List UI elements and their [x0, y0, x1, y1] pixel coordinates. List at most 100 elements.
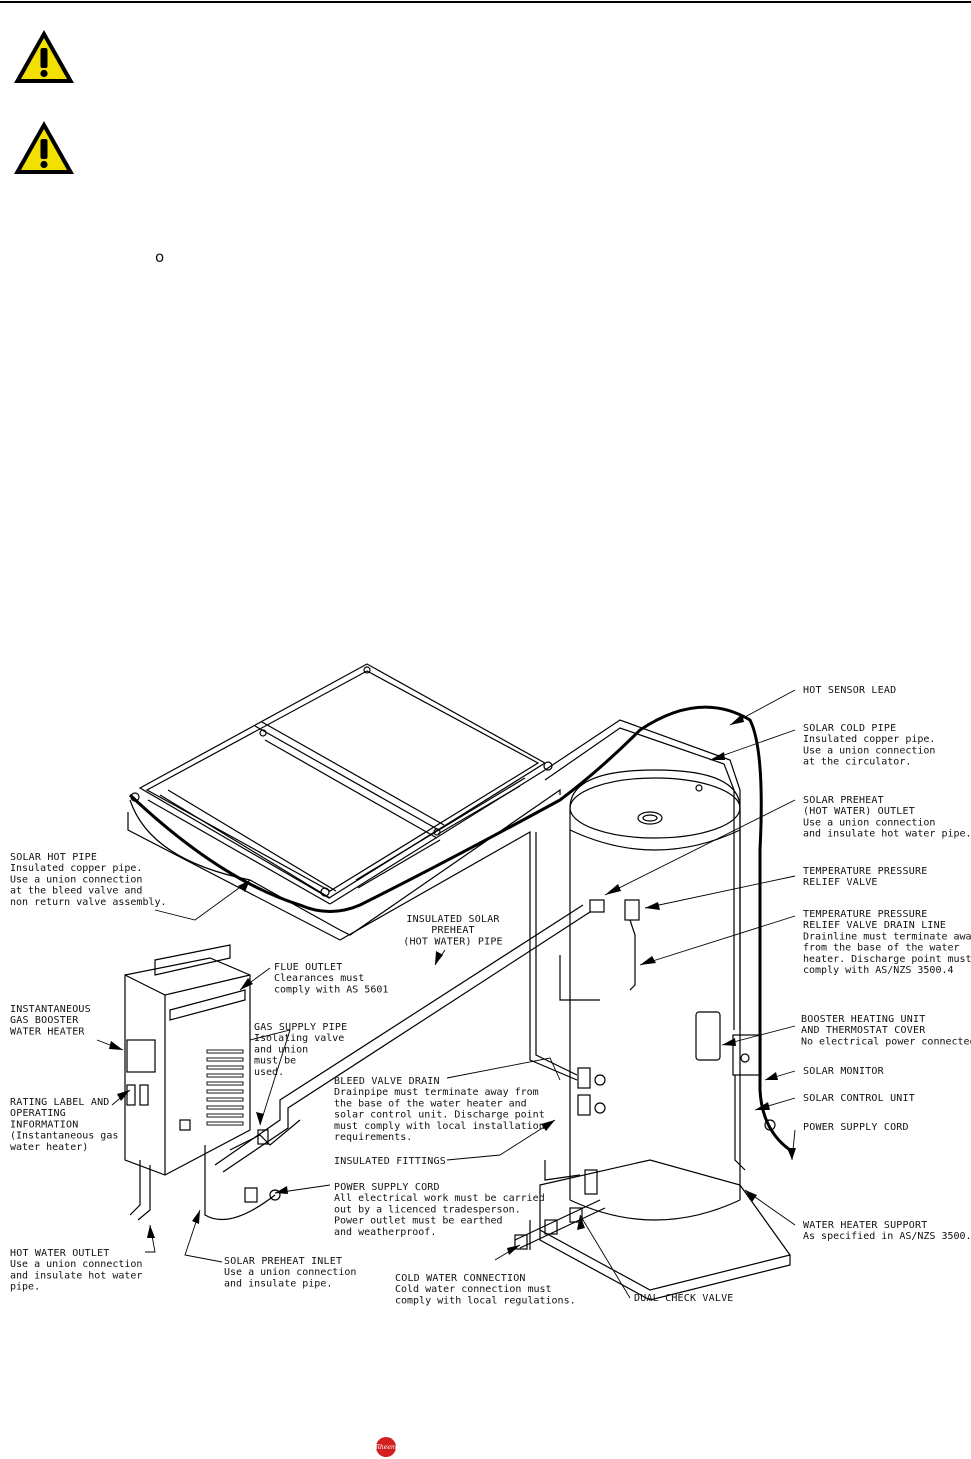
label-body: Use a union connection [10, 874, 142, 885]
label-body: and insulate hot water pipe. [803, 829, 971, 840]
label-body: at the circulator. [803, 757, 911, 768]
label-body: Insulated copper pipe. [10, 863, 142, 874]
label-title: RATING LABEL AND [10, 1097, 110, 1108]
label-title: POWER SUPPLY CORD [803, 1122, 909, 1133]
label-body: Cold water connection must [395, 1284, 552, 1295]
label-body: from the base of the water [803, 943, 960, 954]
label-body: and insulate hot water [10, 1270, 142, 1281]
label-body: the base of the water heater and [334, 1098, 527, 1109]
label-body: comply with AS 5601 [274, 984, 388, 995]
label-body: Power outlet must be earthed [334, 1216, 503, 1227]
label-body: Use a union connection [803, 817, 935, 828]
label-title: (HOT WATER) OUTLET [803, 806, 915, 817]
label-body: Isolating valve [254, 1033, 344, 1044]
label-body: As specified in AS/NZS 3500.4 [803, 1231, 971, 1242]
label-body: water heater) [10, 1142, 88, 1153]
label-title: WATER HEATER [10, 1026, 85, 1037]
label-body: (Instantaneous gas [10, 1131, 118, 1142]
label-body: Clearances must [274, 973, 364, 984]
label-title: TEMPERATURE PRESSURE [803, 909, 927, 920]
label-body: Insulated copper pipe. [803, 734, 935, 745]
label-title: SOLAR MONITOR [803, 1066, 885, 1077]
label-title: GAS BOOSTER [10, 1015, 79, 1026]
label-body: comply with AS/NZS 3500.4 [803, 965, 954, 976]
label-body: out by a licenced tradesperson. [334, 1204, 521, 1215]
label-body: comply with local regulations. [395, 1295, 576, 1306]
label-body: pipe. [10, 1282, 40, 1293]
label-body: must be [254, 1056, 296, 1067]
label-body: and insulate pipe. [224, 1278, 332, 1289]
label-hot-sensor-lead: HOT SENSOR LEAD [803, 685, 896, 696]
label-body: Drainpipe must terminate away from [334, 1087, 539, 1098]
label-body: Use a union connection [803, 745, 935, 756]
label-title: HOT WATER OUTLET [10, 1248, 110, 1259]
label-title: OPERATING [10, 1108, 66, 1119]
label-title: INSULATED FITTINGS [334, 1156, 446, 1167]
label-title: BLEED VALVE DRAIN [334, 1076, 440, 1087]
label-solar-control-unit: SOLAR CONTROL UNIT [803, 1093, 915, 1104]
solar-control-box [732, 1034, 762, 1076]
label-body: and weatherproof. [334, 1227, 436, 1238]
diagram-linework [96, 663, 796, 1301]
label-title: INSULATED SOLAR [406, 914, 500, 925]
storage-tank [569, 769, 741, 1221]
label-body: at the bleed valve and [10, 886, 142, 897]
label-body: used. [254, 1067, 284, 1078]
label-title: POWER SUPPLY CORD [334, 1182, 440, 1193]
label-body: non return valve assembly. [10, 897, 167, 908]
label-title: RELIEF VALVE [803, 877, 878, 888]
warning-icon [14, 30, 74, 83]
label-title: (HOT WATER) PIPE [403, 936, 503, 947]
label-body: and union [254, 1044, 308, 1055]
gas-booster-unit [124, 944, 301, 1221]
label-title: SOLAR CONTROL UNIT [803, 1093, 915, 1104]
top-rule [0, 1, 971, 3]
label-title: SOLAR PREHEAT [803, 795, 884, 806]
tank-platform [539, 1159, 792, 1301]
label-body: Use a union connection [224, 1267, 356, 1278]
solar-collectors [130, 663, 553, 905]
label-body: Use a union connection [10, 1259, 142, 1270]
label-dual-check-valve: DUAL CHECK VALVE [634, 1293, 734, 1304]
label-body: No electrical power connected. [801, 1036, 971, 1047]
label-body: solar control unit. Discharge point [334, 1110, 545, 1121]
label-body: heater. Discharge point must [803, 954, 971, 965]
label-title: AND THERMOSTAT COVER [801, 1025, 926, 1036]
tpr-valve-body [624, 899, 640, 921]
label-title: PREHEAT [431, 925, 475, 936]
label-title: SOLAR PREHEAT INLET [224, 1256, 342, 1267]
label-solar-monitor: SOLAR MONITOR [803, 1066, 885, 1077]
label-title: DUAL CHECK VALVE [634, 1293, 734, 1304]
arrowheads [109, 714, 796, 1255]
warning-icon [14, 121, 74, 174]
label-title: RELIEF VALVE DRAIN LINE [803, 920, 946, 931]
label-body: must comply with local installation [334, 1121, 545, 1132]
label-body: All electrical work must be carried [334, 1193, 545, 1204]
label-title: COLD WATER CONNECTION [395, 1273, 526, 1284]
label-title: SOLAR COLD PIPE [803, 723, 896, 734]
label-title: WATER HEATER SUPPORT [803, 1220, 927, 1231]
booster-cover-part [695, 1011, 721, 1061]
label-title: HOT SENSOR LEAD [803, 685, 896, 696]
label-insulated-fittings: INSULATED FITTINGS [334, 1156, 446, 1167]
rheem-logo: Rheem [375, 1437, 397, 1457]
degree-symbol: o [155, 248, 165, 266]
label-power-supply-cord-right: POWER SUPPLY CORD [803, 1122, 909, 1133]
